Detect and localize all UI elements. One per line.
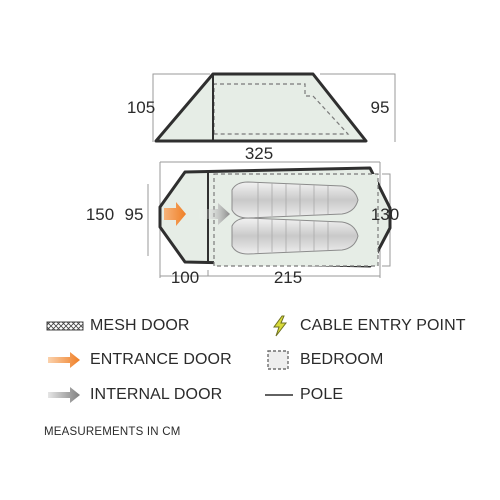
- dim-side-height-left: 105: [127, 98, 155, 117]
- dim-bedroom-length: 215: [274, 268, 302, 287]
- dim-total-length: 325: [245, 144, 273, 163]
- units-note: MEASUREMENTS IN CM: [44, 426, 181, 438]
- floor-plan: 325 150 95 130 100 215: [86, 144, 399, 287]
- side-elevation-profile: [154, 72, 368, 143]
- dim-porch-length: 100: [171, 268, 199, 287]
- dim-bedroom-width: 130: [371, 205, 399, 224]
- dim-entrance-width: 95: [125, 205, 144, 224]
- side-elevation: 105 95: [127, 72, 396, 143]
- sleeping-bag-top: [231, 181, 359, 219]
- entrance-door-arrow: [164, 202, 186, 226]
- internal-door-arrow: [198, 203, 230, 225]
- dim-total-width: 150: [86, 205, 114, 224]
- sleeping-bag-bottom: [231, 217, 359, 255]
- dim-side-height-right: 95: [371, 98, 390, 117]
- side-elevation-dimension-guides: [152, 73, 396, 142]
